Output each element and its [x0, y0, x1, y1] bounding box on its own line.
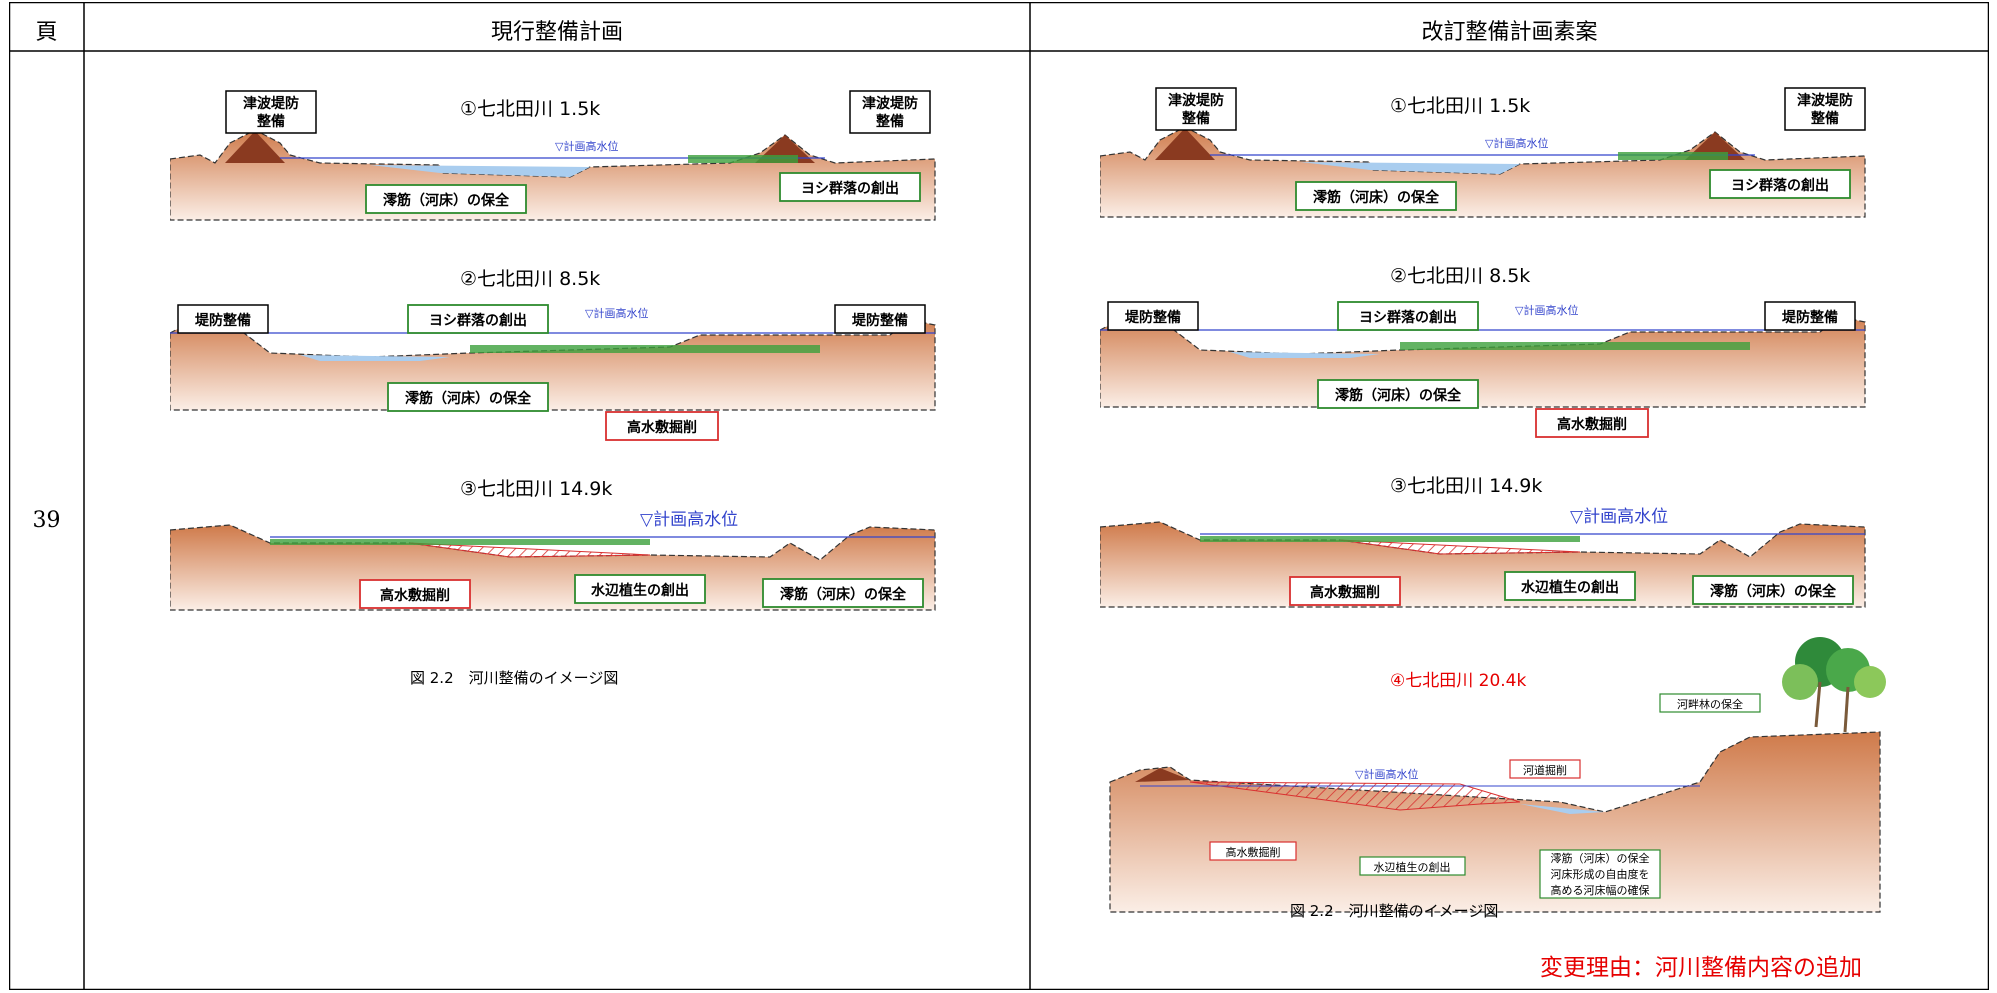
svg-text:高水敷掘削: 高水敷掘削 [380, 587, 450, 604]
svg-text:堤防整備: 堤防整備 [852, 312, 908, 329]
svg-text:▽計画高水位: ▽計画高水位 [585, 306, 648, 320]
svg-text:②七北田川 8.5k: ②七北田川 8.5k [1390, 265, 1530, 287]
svg-text:整備: 整備 [1810, 110, 1839, 127]
svg-text:整備: 整備 [875, 113, 904, 130]
svg-text:津波堤防: 津波堤防 [862, 95, 918, 112]
svg-text:整備: 整備 [1181, 110, 1210, 127]
svg-text:津波堤防: 津波堤防 [1168, 92, 1224, 109]
header-page-col: 頁 [35, 20, 58, 45]
svg-text:▽計画高水位: ▽計画高水位 [1570, 507, 1668, 527]
current-section-3-title: ③七北田川 14.9k [460, 478, 612, 500]
svg-text:水辺植生の創出: 水辺植生の創出 [1374, 860, 1451, 874]
revised-section-3: ③七北田川 14.9k ▽計画高水位 高水敷掘削 水辺植生の創出 澪筋（河床）の… [1100, 475, 1866, 608]
current-figure-caption: 図 2.2 河川整備のイメージ図 [410, 669, 618, 687]
svg-text:高水敷掘削: 高水敷掘削 [1226, 845, 1281, 859]
svg-text:津波堤防: 津波堤防 [243, 95, 299, 112]
revised-section-2: ②七北田川 8.5k ▽計画高水位 堤防整備 堤防整備 ヨシ群落の創出 澪筋（河… [1100, 265, 1866, 438]
svg-text:河道掘削: 河道掘削 [1523, 763, 1567, 777]
svg-text:水辺植生の創出: 水辺植生の創出 [591, 582, 689, 599]
svg-text:澪筋（河床）の保全: 澪筋（河床）の保全 [1313, 189, 1440, 206]
svg-text:澪筋（河床）の保全: 澪筋（河床）の保全 [1710, 583, 1837, 600]
comparison-table [9, 2, 1989, 990]
svg-text:澪筋（河床）の保全: 澪筋（河床）の保全 [780, 586, 907, 603]
svg-text:水辺植生の創出: 水辺植生の創出 [1521, 579, 1619, 596]
revised-plan-figure: ①七北田川 1.5k ▽計画高水位 津波堤防 整備 津波堤防 整備 澪筋（河床）… [1100, 87, 1886, 920]
current-section-3: ③七北田川 14.9k ▽計画高水位 高水敷掘削 水辺植生の創出 澪筋（河床）の… [170, 478, 936, 611]
revised-section-4: ④七北田川 20.4k ▽計画高水位 河畔林の保全 河道掘削 高水敷掘削 水辺植… [1109, 637, 1886, 913]
svg-text:河床形成の自由度を: 河床形成の自由度を [1551, 867, 1650, 881]
revised-section-1: ①七北田川 1.5k ▽計画高水位 津波堤防 整備 津波堤防 整備 澪筋（河床）… [1100, 87, 1866, 218]
current-section-2: ②七北田川 8.5k ▽計画高水位 堤防整備 堤防整備 ヨシ群落の創出 澪筋（河… [170, 268, 936, 441]
svg-text:①七北田川 1.5k: ①七北田川 1.5k [1390, 95, 1530, 117]
revised-figure-caption: 図 2.2 河川整備のイメージ図 [1290, 902, 1498, 920]
page-number: 39 [32, 508, 61, 533]
svg-text:澪筋（河床）の保全: 澪筋（河床）の保全 [405, 390, 532, 407]
svg-text:▽計画高水位: ▽計画高水位 [1515, 303, 1578, 317]
svg-text:④七北田川 20.4k: ④七北田川 20.4k [1390, 671, 1526, 691]
svg-text:▽計画高水位: ▽計画高水位 [640, 510, 738, 530]
header-current-col: 現行整備計画 [490, 20, 623, 45]
svg-text:ヨシ群落の創出: ヨシ群落の創出 [429, 312, 527, 329]
current-section-1: ①七北田川 1.5k ▽計画高水位 津波堤防 整備 津波堤防 整備 澪筋（河床）… [170, 90, 936, 221]
current-section-1-title: ①七北田川 1.5k [460, 98, 600, 120]
svg-text:堤防整備: 堤防整備 [195, 312, 251, 329]
header-revised-col: 改訂整備計画素案 [1421, 20, 1598, 45]
svg-text:整備: 整備 [256, 113, 285, 130]
svg-text:高水敷掘削: 高水敷掘削 [1310, 584, 1380, 601]
svg-text:③七北田川 14.9k: ③七北田川 14.9k [1390, 475, 1542, 497]
svg-text:高水敷掘削: 高水敷掘削 [1557, 416, 1627, 433]
svg-text:澪筋（河床）の保全: 澪筋（河床）の保全 [383, 192, 510, 209]
current-section-1-water [370, 165, 590, 177]
svg-text:津波堤防: 津波堤防 [1797, 92, 1853, 109]
svg-text:ヨシ群落の創出: ヨシ群落の創出 [1359, 309, 1457, 326]
svg-text:堤防整備: 堤防整備 [1782, 309, 1838, 326]
svg-text:▽計画高水位: ▽計画高水位 [1355, 767, 1418, 781]
svg-text:澪筋（河床）の保全: 澪筋（河床）の保全 [1335, 387, 1462, 404]
svg-text:高める河床幅の確保: 高める河床幅の確保 [1551, 883, 1650, 897]
svg-text:▽計画高水位: ▽計画高水位 [1485, 136, 1548, 150]
current-plan-figure: ①七北田川 1.5k ▽計画高水位 津波堤防 整備 津波堤防 整備 澪筋（河床）… [170, 90, 936, 687]
svg-text:ヨシ群落の創出: ヨシ群落の創出 [1731, 177, 1829, 194]
svg-text:高水敷掘削: 高水敷掘削 [627, 419, 697, 436]
svg-text:堤防整備: 堤防整備 [1125, 309, 1181, 326]
svg-text:澪筋（河床）の保全: 澪筋（河床）の保全 [1551, 851, 1650, 865]
svg-text:ヨシ群落の創出: ヨシ群落の創出 [801, 180, 899, 197]
current-section-1-water-level: ▽計画高水位 [555, 139, 618, 153]
current-section-2-title: ②七北田川 8.5k [460, 268, 600, 290]
change-reason: 変更理由：河川整備内容の追加 [1540, 955, 1862, 981]
svg-text:河畔林の保全: 河畔林の保全 [1677, 697, 1743, 711]
current-section-1-levee-left [225, 131, 285, 163]
